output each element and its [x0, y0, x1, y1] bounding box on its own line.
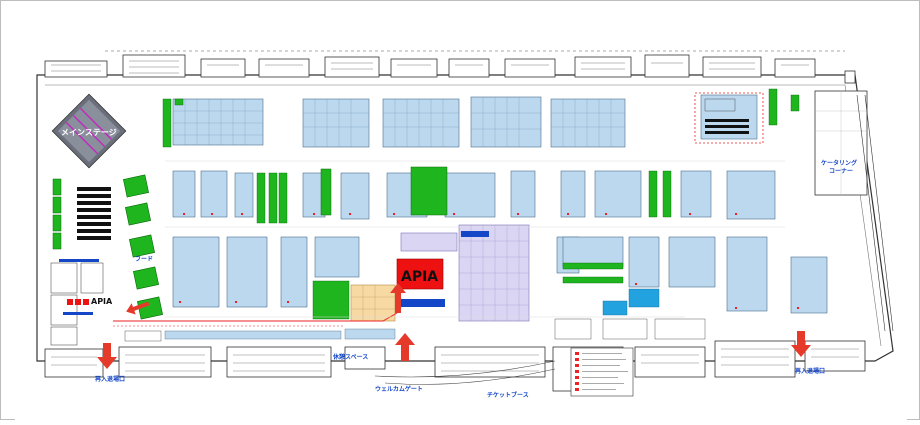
- cyan-booths: [602, 288, 660, 316]
- main-stage: [51, 93, 127, 169]
- top-facility-details: [51, 60, 809, 74]
- red-aisle-line: [113, 312, 398, 322]
- booth-row-lower: [172, 236, 828, 314]
- blue-label-bar-2: [461, 231, 489, 237]
- catering-label-1: ケータリング: [821, 159, 857, 167]
- welcome-gate-label: ウェルカムゲート: [375, 385, 423, 393]
- orange-booth: [350, 284, 396, 322]
- bottom-facility-details: [51, 348, 859, 372]
- hall-inner-wall: [45, 84, 882, 347]
- arrow-apia: [390, 283, 406, 313]
- green-square-booths: [123, 174, 163, 320]
- catering-grid: [815, 91, 867, 195]
- stage-seating: [77, 187, 111, 240]
- floor-map-page: メインステージ: [15, 1, 907, 421]
- ticket-booth-arc-2: [384, 368, 556, 385]
- apia-booth: [396, 258, 444, 290]
- ticket-booth-label: チケットブース: [487, 391, 529, 399]
- food-court-label: フード: [135, 256, 153, 263]
- aisle-lines: [165, 160, 785, 318]
- top-right-seats: [705, 119, 749, 134]
- booth-row-top-grid: [173, 97, 625, 147]
- green-strip-booths: [162, 88, 800, 224]
- red-arrows: [97, 283, 811, 369]
- main-stage-label: メインステージ: [61, 128, 117, 137]
- left-blue-label-bar: [59, 259, 99, 262]
- apia-booth-label: APIA: [401, 269, 438, 285]
- blue-label-bar: [401, 299, 445, 307]
- small-markers: [179, 213, 799, 309]
- arrow-mid-left: [126, 301, 150, 315]
- lower-booth-strip: [164, 328, 396, 340]
- left-blue-label-bar-2: [63, 312, 93, 315]
- booth-row-top: [172, 94, 758, 148]
- ticket-booth-arc: [374, 360, 556, 378]
- lavender-grid: [459, 225, 529, 321]
- top-right-inner: [704, 98, 736, 112]
- orange-booth-grid: [351, 285, 395, 321]
- reentry-left-label: 再入退場口: [95, 375, 125, 383]
- legend-box: [570, 347, 634, 397]
- arrow-center: [395, 333, 415, 361]
- catering-label-2: コーナー: [829, 168, 853, 175]
- apia-small-red: [67, 299, 89, 305]
- reentry-right-label: 再入退場口: [795, 367, 825, 375]
- green-middle-booth: [320, 166, 448, 216]
- top-facilities: [44, 54, 856, 84]
- rest-space-label: 休憩スペース: [332, 353, 368, 361]
- lower-small-booths: [124, 318, 706, 342]
- booth-row-middle: [172, 170, 776, 220]
- arrow-right: [791, 331, 811, 357]
- green-hatched-booths: [312, 262, 624, 320]
- arrow-left: [97, 343, 117, 369]
- top-right-dashed-box: [694, 92, 764, 144]
- floor-map: メインステージ: [36, 50, 894, 399]
- left-green-booths: [52, 178, 62, 250]
- apia-small-label: APIA: [91, 297, 113, 306]
- right-wall-segments: [856, 94, 894, 332]
